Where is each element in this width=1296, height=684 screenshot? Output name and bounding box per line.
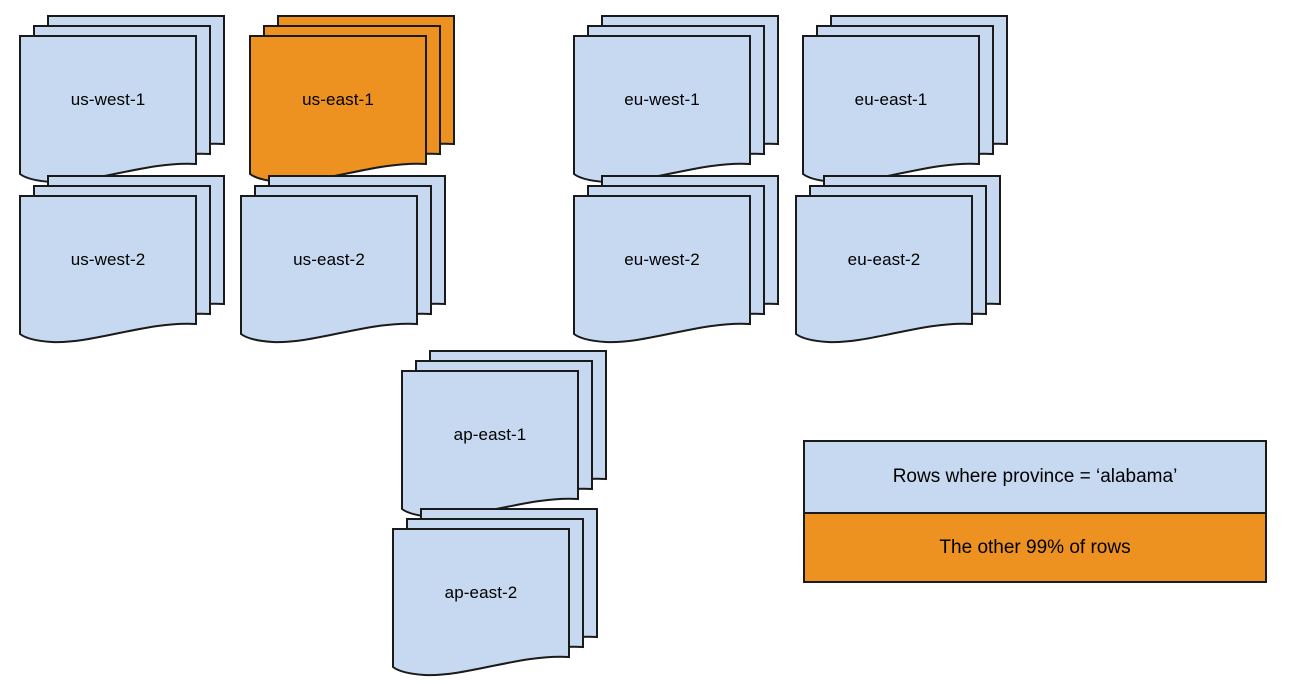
document-sheet-front <box>573 35 751 184</box>
document-stack-shape <box>392 508 598 677</box>
document-stack-shape <box>401 350 607 519</box>
region-stack-ap-east-1[interactable]: ap-east-1 <box>401 350 607 526</box>
document-stack-shape <box>19 15 225 184</box>
region-stack-eu-west-1[interactable]: eu-west-1 <box>573 15 779 191</box>
region-stack-us-east-1[interactable]: us-east-1 <box>249 15 455 191</box>
document-stack-shape <box>19 175 225 344</box>
region-stack-eu-east-2[interactable]: eu-east-2 <box>795 175 1001 351</box>
region-stack-ap-east-2[interactable]: ap-east-2 <box>392 508 598 684</box>
legend-row-label: Rows where province = ‘alabama’ <box>892 466 1178 487</box>
document-stack-shape <box>240 175 446 344</box>
document-sheet-front <box>401 370 579 519</box>
document-sheet-front <box>240 195 418 344</box>
document-sheet-front <box>802 35 980 184</box>
region-stack-us-east-2[interactable]: us-east-2 <box>240 175 446 351</box>
document-sheet-front <box>19 195 197 344</box>
document-sheet-front <box>249 35 427 184</box>
document-stack-shape <box>802 15 1008 184</box>
document-stack-shape <box>573 15 779 184</box>
region-stack-us-west-2[interactable]: us-west-2 <box>19 175 225 351</box>
document-stack-shape <box>795 175 1001 344</box>
document-stack-shape <box>249 15 455 184</box>
legend-row-matching-rows: Rows where province = ‘alabama’ <box>805 442 1265 514</box>
document-sheet-front <box>573 195 751 344</box>
document-sheet-front <box>392 528 570 677</box>
region-stack-us-west-1[interactable]: us-west-1 <box>19 15 225 191</box>
document-sheet-front <box>795 195 973 344</box>
legend-row-label: The other 99% of rows <box>939 536 1131 558</box>
document-sheet-front <box>19 35 197 184</box>
region-stack-eu-east-1[interactable]: eu-east-1 <box>802 15 1008 191</box>
legend: Rows where province = ‘alabama’ The other… <box>803 440 1267 583</box>
document-stack-shape <box>573 175 779 344</box>
legend-row-other-rows: The other 99% of rows <box>805 514 1265 581</box>
region-stack-eu-west-2[interactable]: eu-west-2 <box>573 175 779 351</box>
